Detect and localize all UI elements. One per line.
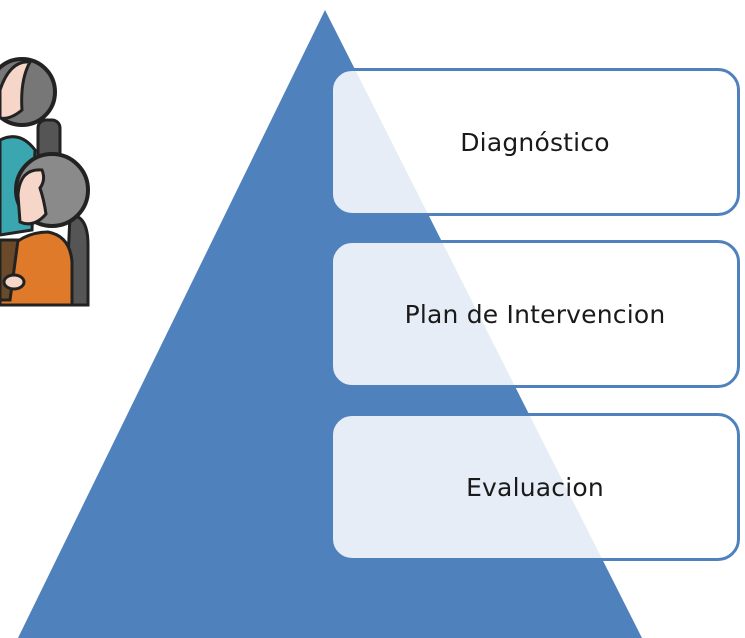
step-box-diagnostico: Diagnóstico — [330, 68, 740, 216]
step-box-evaluacion: Evaluacion — [330, 413, 740, 561]
two-people-at-computer-icon — [0, 57, 90, 307]
step-label: Plan de Intervencion — [404, 299, 666, 329]
step-label: Diagnóstico — [460, 127, 610, 157]
step-label: Evaluacion — [466, 472, 604, 502]
step-box-plan-de-intervencion: Plan de Intervencion — [330, 240, 740, 388]
